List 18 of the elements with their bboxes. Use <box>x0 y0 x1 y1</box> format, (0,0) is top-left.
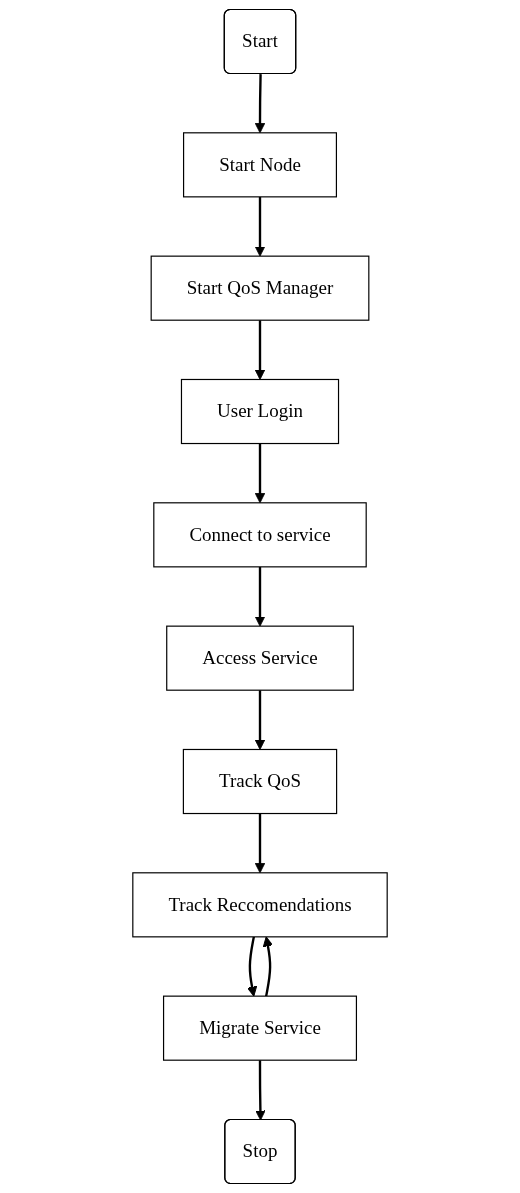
arrow <box>262 936 274 997</box>
arrow <box>254 74 266 134</box>
node-box: Migrate Service <box>162 995 358 1061</box>
arrow <box>254 443 266 504</box>
arrow <box>254 320 266 380</box>
arrow <box>254 690 266 750</box>
arrow <box>254 566 266 627</box>
node-box: Connect to service <box>153 502 367 568</box>
node-box: Track Reccomendations <box>132 872 388 938</box>
node-box: Track QoS <box>182 748 338 815</box>
node-box: Start QoS Manager <box>150 255 370 321</box>
node-box: Access Service <box>166 625 354 691</box>
arrow <box>255 1060 266 1121</box>
arrow <box>254 813 266 874</box>
node-box: Start Node <box>183 132 337 198</box>
arrow <box>254 196 266 257</box>
node-box: User Login <box>180 378 340 445</box>
arrow <box>246 936 258 997</box>
